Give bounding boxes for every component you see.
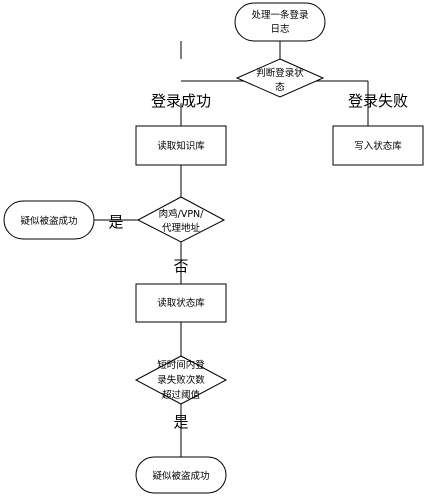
node-stolen-1: 疑似被盗成功 [3, 200, 95, 240]
label-yes-2: 是 [173, 413, 188, 431]
node-write-state-label: 写入状态库 [354, 140, 402, 152]
node-check-login-shape [235, 58, 325, 98]
node-check-fail: 短时间内登 录失败次数 超过阈值 [134, 355, 228, 405]
node-stolen-1-label: 疑似被盗成功 [20, 215, 77, 227]
node-check-proxy-line-2: 代理地址 [162, 222, 201, 234]
node-start-line-1: 处理一条登录 [251, 9, 309, 21]
node-read-knowledge-label: 读取知识库 [157, 140, 205, 152]
node-read-knowledge: 读取知识库 [135, 125, 227, 166]
node-stolen-2: 疑似被盗成功 [135, 456, 227, 494]
node-check-fail-line-1: 短时间内登 [157, 359, 205, 371]
label-no-1: 否 [173, 257, 188, 275]
node-stolen-1-shape [3, 200, 95, 240]
node-write-state: 写入状态库 [332, 125, 424, 166]
node-stolen-2-label: 疑似被盗成功 [152, 470, 209, 482]
node-check-proxy: 肉鸡/VPN/ 代理地址 [136, 196, 226, 243]
node-read-state-shape [135, 283, 227, 323]
node-start: 处理一条登录 日志 [234, 2, 326, 42]
label-yes-1: 是 [108, 213, 123, 231]
node-check-login-line-1: 判断登录状 [256, 67, 304, 79]
node-write-state-shape [332, 125, 424, 166]
node-check-proxy-line-1: 肉鸡/VPN/ [159, 208, 205, 220]
label-login-success: 登录成功 [151, 92, 211, 110]
node-check-fail-line-3: 超过阈值 [162, 389, 201, 401]
node-check-fail-shape [134, 355, 228, 405]
node-check-proxy-shape [136, 196, 226, 243]
node-stolen-2-shape [135, 456, 227, 494]
node-check-fail-line-2: 录失败次数 [157, 374, 205, 386]
node-check-login: 判断登录状 态 [235, 58, 325, 98]
label-login-failure: 登录失败 [348, 92, 408, 110]
node-check-login-line-2: 态 [275, 81, 285, 93]
node-read-state-label: 读取状态库 [157, 297, 205, 309]
node-read-state: 读取状态库 [135, 283, 227, 323]
node-read-knowledge-shape [135, 125, 227, 166]
node-start-shape [234, 2, 326, 42]
node-start-line-2: 日志 [270, 23, 289, 35]
